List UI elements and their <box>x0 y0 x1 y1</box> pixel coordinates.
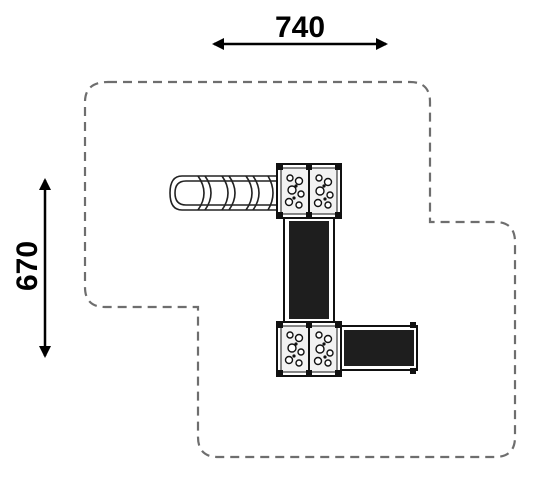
lower-tower <box>276 321 342 377</box>
slide <box>340 322 418 374</box>
arch-ladder <box>169 175 278 211</box>
upper-tower <box>276 163 342 219</box>
bridge-deck <box>283 217 335 323</box>
height-dimension-label: 670 <box>11 241 44 291</box>
height-dimension: 670 <box>11 178 51 358</box>
safety-zone-outline <box>83 80 517 459</box>
width-dimension-label: 740 <box>275 11 325 44</box>
width-dimension: 740 <box>212 11 388 50</box>
